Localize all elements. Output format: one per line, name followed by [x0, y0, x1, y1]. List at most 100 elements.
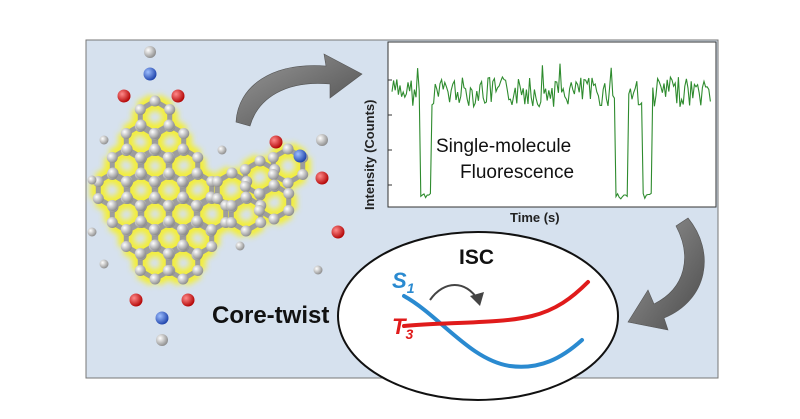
- carbon-atom: [162, 152, 174, 163]
- arrow-top-icon: [235, 53, 363, 127]
- carbon-atom: [149, 191, 161, 203]
- hydrogen-atom: [313, 265, 323, 275]
- carbon-atom: [239, 181, 251, 192]
- carbon-atom: [135, 119, 147, 131]
- carbon-atom: [134, 104, 146, 115]
- oxygen-atom: [269, 135, 283, 149]
- s1-letter: S: [392, 268, 407, 293]
- carbon-atom: [191, 215, 203, 227]
- carbon-atom: [134, 200, 146, 211]
- oxygen-atom: [331, 225, 345, 239]
- carbon-atom: [177, 239, 189, 251]
- oxygen-atom: [117, 89, 131, 103]
- hydrogen-atom: [87, 175, 97, 185]
- trace-ylabel: Intensity (Counts): [362, 100, 377, 211]
- carbon-atom: [144, 46, 156, 58]
- carbon-atom: [121, 143, 133, 155]
- carbon-atom: [316, 134, 328, 146]
- carbon-atom: [120, 176, 132, 187]
- trace-xlabel: Time (s): [510, 210, 560, 225]
- carbon-atom: [254, 155, 266, 167]
- carbon-atom: [148, 224, 160, 235]
- carbon-atom: [134, 248, 146, 259]
- carbon-atom: [192, 265, 204, 276]
- carbon-atom: [106, 217, 118, 228]
- carbon-atom: [176, 176, 188, 187]
- carbon-atom: [240, 225, 252, 237]
- carbon-atom: [106, 152, 118, 163]
- carbon-atom: [120, 128, 132, 139]
- isc-ellipse: [337, 231, 619, 401]
- trace-annotation-line1: Single-molecule: [436, 136, 571, 157]
- carbon-atom: [283, 188, 295, 199]
- carbon-atom: [211, 176, 223, 187]
- molecule-structure: [87, 46, 345, 346]
- carbon-atom: [149, 95, 161, 107]
- carbon-atom: [178, 128, 190, 139]
- carbon-atom: [135, 167, 147, 179]
- trace-line: [391, 63, 711, 200]
- carbon-atom: [225, 200, 237, 211]
- carbon-atom: [282, 177, 294, 189]
- carbon-atom: [226, 167, 238, 179]
- t3-label: T3: [392, 314, 413, 342]
- carbon-atom: [134, 265, 146, 276]
- carbon-atom: [163, 167, 175, 179]
- carbon-atom: [149, 143, 161, 155]
- oxygen-atom: [181, 293, 195, 307]
- carbon-atom: [239, 164, 251, 175]
- carbon-atom: [107, 167, 119, 179]
- hydrogen-atom: [87, 227, 97, 237]
- carbon-atom: [156, 334, 168, 346]
- carbon-atom: [176, 224, 188, 235]
- carbon-atom: [255, 217, 267, 228]
- carbon-atom: [164, 104, 176, 115]
- carbon-atom: [267, 152, 279, 163]
- carbon-atom: [148, 128, 160, 139]
- hydrogen-atom: [217, 145, 227, 155]
- carbon-atom: [192, 152, 204, 163]
- carbon-atom: [190, 200, 202, 211]
- carbon-atom: [282, 143, 294, 155]
- carbon-atom: [120, 241, 132, 252]
- carbon-atom: [134, 152, 146, 163]
- carbon-atom: [149, 239, 161, 251]
- isc-diagram: ISC S1 T3: [337, 231, 619, 401]
- carbon-atom: [162, 200, 174, 211]
- carbon-atom: [206, 241, 218, 252]
- carbon-atom: [106, 200, 118, 211]
- carbon-atom: [211, 193, 223, 204]
- carbon-atom: [162, 248, 174, 259]
- trace-chart: Intensity (Counts) Time (s) Single-molec…: [362, 41, 717, 225]
- carbon-atom: [283, 205, 295, 216]
- t3-letter: T: [392, 314, 407, 339]
- oxygen-atom: [171, 89, 185, 103]
- isc-title: ISC: [459, 246, 494, 269]
- s1-label: S1: [392, 268, 415, 296]
- t3-curve: [402, 280, 590, 328]
- carbon-atom: [206, 224, 218, 235]
- carbon-atom: [268, 179, 280, 191]
- molecule-atoms: [87, 46, 345, 346]
- carbon-atom: [149, 273, 161, 285]
- nitrogen-atom: [143, 67, 157, 81]
- nitrogen-atom: [155, 311, 169, 325]
- carbon-atom: [268, 213, 280, 225]
- arrow-right-icon: [627, 217, 705, 331]
- carbon-atom: [253, 205, 265, 216]
- carbon-atom: [191, 167, 203, 179]
- carbon-atom: [92, 193, 104, 204]
- carbon-atom: [192, 248, 204, 259]
- carbon-atom: [121, 191, 133, 203]
- s1-subscript: 1: [407, 280, 415, 296]
- core-twist-label: Core-twist: [212, 302, 329, 329]
- carbon-atom: [177, 143, 189, 155]
- oxygen-atom: [315, 171, 329, 185]
- trace-annotation-line2: Fluorescence: [460, 162, 574, 183]
- hydrogen-atom: [99, 259, 109, 269]
- isc-arrowhead-icon: [470, 292, 484, 306]
- carbon-atom: [162, 265, 174, 276]
- carbon-atom: [177, 191, 189, 203]
- carbon-atom: [177, 273, 189, 285]
